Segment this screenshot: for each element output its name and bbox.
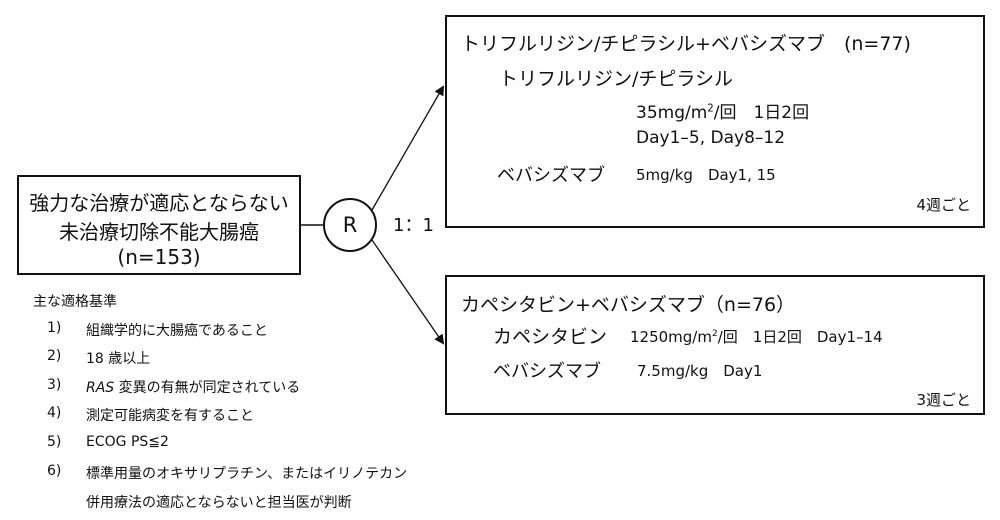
arm2-drug2-name: ベバシズマブ	[493, 361, 601, 382]
criteria-heading: 主な適格基準	[33, 294, 117, 310]
arm2-title: カペシタビン+ベバシズマブ（n=76）	[461, 294, 796, 316]
arm1-drug2-dose: 5mg/kg Day1, 15	[636, 166, 776, 184]
criteria-item-number: 4)	[47, 405, 62, 421]
criteria-item-text: 測定可能病変を有すること	[86, 408, 254, 424]
arrow-to-arm2	[371, 239, 445, 345]
patient-line-2: 未治療切除不能大腸癌	[59, 220, 259, 244]
patient-count: (n=153)	[117, 245, 201, 269]
arm2-drug1-dose: 1250mg/m2/回 1日2回 Day1–14	[630, 328, 883, 346]
randomization-label: R	[342, 213, 358, 237]
arm1-drug1-schedule: Day1–5, Day8–12	[636, 128, 786, 148]
criteria-item-number: 5)	[47, 434, 62, 450]
criteria-item-text: ECOG PS≦2	[86, 434, 169, 450]
criteria-item-continuation: 併用療法の適応とならないと担当医が判断	[86, 495, 352, 511]
arm2-cycle: 3週ごと	[916, 391, 971, 409]
criteria-item-text: 標準用量のオキサリプラチン、またはイリノテカン	[86, 466, 408, 482]
arm1-drug1-name: トリフルリジン/チピラシル	[499, 68, 734, 90]
arm2-drug2-dose: 7.5mg/kg Day1	[637, 362, 763, 380]
arm1-box: トリフルリジン/チピラシル+ベバシズマブ (n=77) トリフルリジン/チピラシ…	[445, 15, 985, 228]
allocation-ratio: 1：1	[393, 215, 434, 236]
criteria-item-text: 組織学的に大腸癌であること	[86, 323, 268, 339]
arm2-drug1-name: カペシタビン	[493, 326, 608, 348]
arm1-title: トリフルリジン/チピラシル+ベバシズマブ (n=77)	[461, 33, 911, 55]
patient-population-box: 強力な治療が適応とならない 未治療切除不能大腸癌 (n=153)	[17, 175, 301, 275]
randomization-circle: R	[323, 198, 377, 252]
arm2-box: カペシタビン+ベバシズマブ（n=76） カペシタビン 1250mg/m2/回 1…	[445, 275, 985, 415]
arm1-cycle: 4週ごと	[916, 196, 971, 214]
criteria-item-number: 2)	[47, 348, 62, 364]
criteria-item-number: 1)	[47, 320, 62, 336]
criteria-item-number: 6)	[47, 463, 62, 479]
criteria-item-text: 18 歳以上	[86, 351, 151, 367]
criteria-item-text: RAS 変異の有無が同定されている	[86, 380, 301, 396]
arrow-to-arm1	[371, 85, 444, 211]
arm1-drug1-dose: 35mg/m2/回 1日2回	[636, 103, 810, 123]
arm1-drug2-name: ベバシズマブ	[497, 165, 605, 186]
patient-line-1: 強力な治療が適応とならない	[29, 191, 289, 215]
criteria-item-number: 3)	[47, 377, 62, 393]
